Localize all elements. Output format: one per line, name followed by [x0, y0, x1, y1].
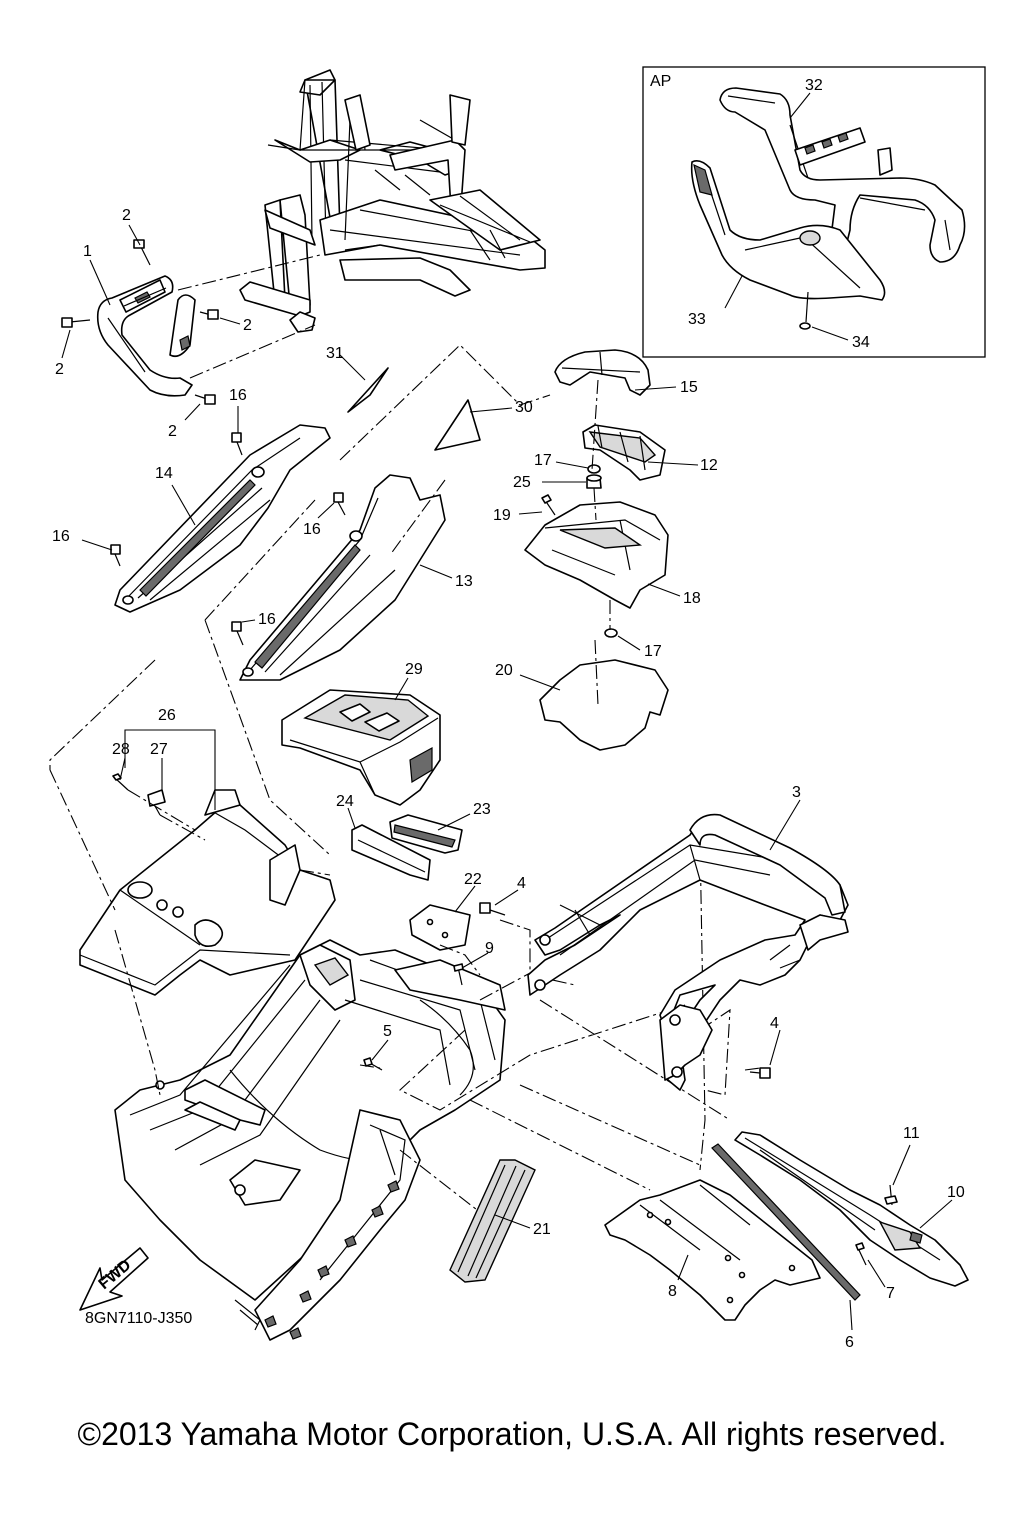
callout-16-a: 16 — [229, 387, 247, 404]
inset-hole — [799, 230, 821, 246]
plate-24 — [351, 824, 431, 881]
clip-11 — [884, 1184, 898, 1206]
callout-23: 23 — [473, 801, 491, 818]
callout-31: 31 — [326, 345, 344, 362]
callout-16-c: 16 — [303, 521, 321, 538]
side-panel-13 — [239, 474, 446, 681]
strip-6 — [711, 1143, 861, 1301]
callout-13: 13 — [455, 573, 473, 590]
inset-bumper-32 — [719, 87, 966, 263]
callout-2-left: 2 — [55, 361, 64, 378]
bolt-4-right — [749, 1067, 771, 1079]
nut-25 — [586, 474, 602, 489]
bracket-12 — [582, 424, 666, 481]
callout-9: 9 — [485, 940, 494, 957]
strip-21 — [449, 1159, 536, 1283]
callout-11: 11 — [903, 1125, 920, 1142]
callout-2-right: 2 — [243, 317, 252, 334]
inset-frame — [642, 66, 986, 358]
cover-15 — [554, 349, 651, 396]
rivet-9 — [453, 963, 464, 986]
callout-30: 30 — [515, 399, 533, 416]
inset-bolt-34 — [799, 291, 811, 330]
copyright-notice: ©2013 Yamaha Motor Corporation, U.S.A. A… — [77, 1416, 947, 1452]
callout-8: 8 — [668, 1283, 677, 1300]
callout-27: 27 — [150, 741, 168, 758]
grommet-17-top — [587, 464, 601, 474]
callout-32: 32 — [805, 77, 823, 94]
callout-17-top: 17 — [534, 452, 552, 469]
callout-7: 7 — [886, 1285, 895, 1302]
ref-lines-main — [49, 344, 761, 1221]
callout-20: 20 — [495, 662, 513, 679]
callout-34: 34 — [852, 334, 870, 351]
chassis-frame — [114, 939, 506, 1341]
callout-1: 1 — [83, 243, 92, 260]
drawing-number: 8GN7110-J350 — [85, 1310, 192, 1327]
side-panel-14 — [114, 424, 331, 613]
clip-27 — [147, 789, 166, 816]
tray-26 — [79, 789, 336, 996]
callout-10: 10 — [947, 1184, 965, 1201]
grommet-17-bottom — [604, 628, 618, 638]
bracket-22 — [409, 904, 471, 951]
sticker-31 — [347, 367, 389, 413]
callout-16-d: 16 — [258, 611, 276, 628]
callout-17-bottom: 17 — [644, 643, 662, 660]
rivet-19 — [541, 494, 556, 516]
inset-skidplate-33 — [690, 160, 886, 301]
callout-15: 15 — [680, 379, 698, 396]
rear-frame-3 — [527, 813, 849, 1091]
battery-box-29 — [281, 689, 441, 806]
callout-12: 12 — [700, 457, 718, 474]
callout-18: 18 — [683, 590, 701, 607]
callout-4-right: 4 — [770, 1015, 779, 1032]
guard-10 — [734, 1131, 969, 1287]
callout-24: 24 — [336, 793, 354, 810]
callout-6: 6 — [845, 1334, 854, 1351]
inset-label: AP — [650, 73, 671, 90]
ref-line-bumper — [177, 254, 321, 379]
front-frame-assembly — [239, 69, 546, 333]
callout-19: 19 — [493, 507, 511, 524]
inset-ap: AP 32 33 34 — [642, 66, 986, 358]
callout-14: 14 — [155, 465, 173, 482]
flap-8 — [604, 1179, 821, 1321]
rivet-7 — [855, 1242, 867, 1266]
pad-23 — [389, 814, 463, 854]
bolt-4-left — [479, 902, 506, 916]
mat-20 — [539, 659, 669, 751]
callout-4-left: 4 — [517, 875, 526, 892]
callout-3: 3 — [792, 784, 801, 801]
callout-26: 26 — [158, 707, 176, 724]
front-bumper-1 — [96, 275, 196, 397]
sticker-30 — [434, 399, 481, 451]
cover-18 — [524, 501, 669, 609]
callout-5: 5 — [383, 1023, 392, 1040]
callout-25: 25 — [513, 474, 531, 491]
callout-2-bottom: 2 — [168, 423, 177, 440]
fwd-arrow: FWD — [79, 1247, 149, 1311]
callout-21: 21 — [533, 1221, 551, 1238]
callout-22: 22 — [464, 871, 482, 888]
callout-28: 28 — [112, 741, 130, 758]
callout-2-top: 2 — [122, 207, 131, 224]
callout-16-b: 16 — [52, 528, 70, 545]
rivet-5 — [363, 1057, 383, 1071]
callout-29: 29 — [405, 661, 423, 678]
clips-16 — [110, 432, 346, 646]
callout-33: 33 — [688, 311, 706, 328]
